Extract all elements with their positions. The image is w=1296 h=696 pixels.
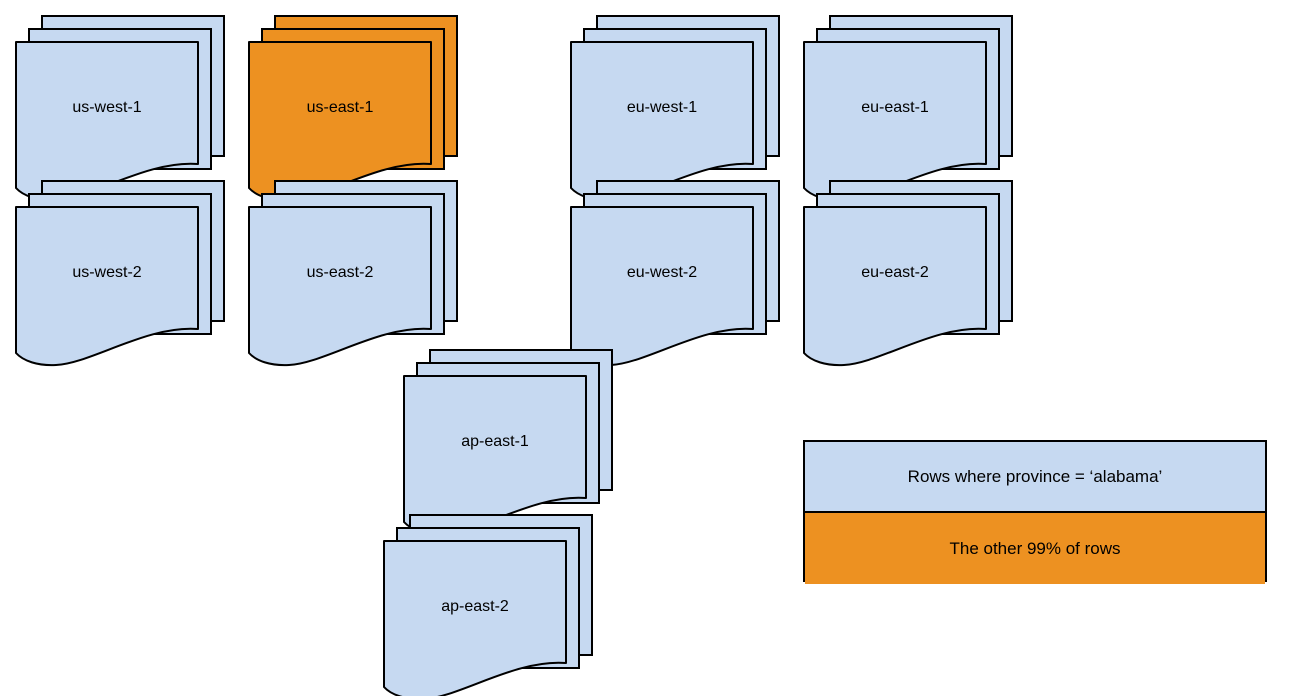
doc-sheet-front: [248, 41, 432, 202]
doc-sheet-front: [803, 41, 987, 202]
legend: Rows where province = ‘alabama’ The other…: [803, 440, 1267, 584]
legend-blue: Rows where province = ‘alabama’: [805, 442, 1265, 513]
doc-stack-us-east-2[interactable]: [248, 180, 460, 367]
doc-sheet-front: [15, 206, 199, 367]
doc-stack-shape-eu-east-1: [803, 15, 1013, 202]
doc-stack-shape-eu-west-2: [570, 180, 780, 367]
doc-sheet-front: [15, 41, 199, 202]
doc-stack-us-west-2[interactable]: [15, 180, 227, 367]
doc-stack-shape-us-east-2: [248, 180, 458, 367]
doc-sheet-front: [570, 41, 754, 202]
doc-sheet-front: [803, 206, 987, 367]
doc-sheet-front: [570, 206, 754, 367]
legend-orange-label: The other 99% of rows: [949, 538, 1121, 558]
doc-stack-eu-west-2[interactable]: [570, 180, 782, 367]
doc-stack-shape-us-west-1: [15, 15, 225, 202]
doc-stack-shape-us-west-2: [15, 180, 225, 367]
doc-stack-shape-ap-east-2: [383, 514, 593, 696]
doc-stack-shape-us-east-1: [248, 15, 458, 202]
doc-stack-shape-eu-west-1: [570, 15, 780, 202]
doc-stack-eu-east-1[interactable]: [803, 15, 1015, 202]
doc-stack-us-west-1[interactable]: [15, 15, 227, 202]
doc-stack-us-east-1[interactable]: [248, 15, 460, 202]
legend-blue-label: Rows where province = ‘alabama’: [907, 466, 1163, 486]
doc-stack-ap-east-1[interactable]: [403, 349, 615, 536]
doc-stack-eu-west-1[interactable]: [570, 15, 782, 202]
legend-orange: The other 99% of rows: [805, 513, 1265, 584]
doc-sheet-front: [383, 540, 567, 696]
doc-stack-eu-east-2[interactable]: [803, 180, 1015, 367]
doc-stack-ap-east-2[interactable]: [383, 514, 595, 696]
doc-stack-shape-ap-east-1: [403, 349, 613, 536]
doc-stack-shape-eu-east-2: [803, 180, 1013, 367]
doc-sheet-front: [248, 206, 432, 367]
doc-sheet-front: [403, 375, 587, 536]
